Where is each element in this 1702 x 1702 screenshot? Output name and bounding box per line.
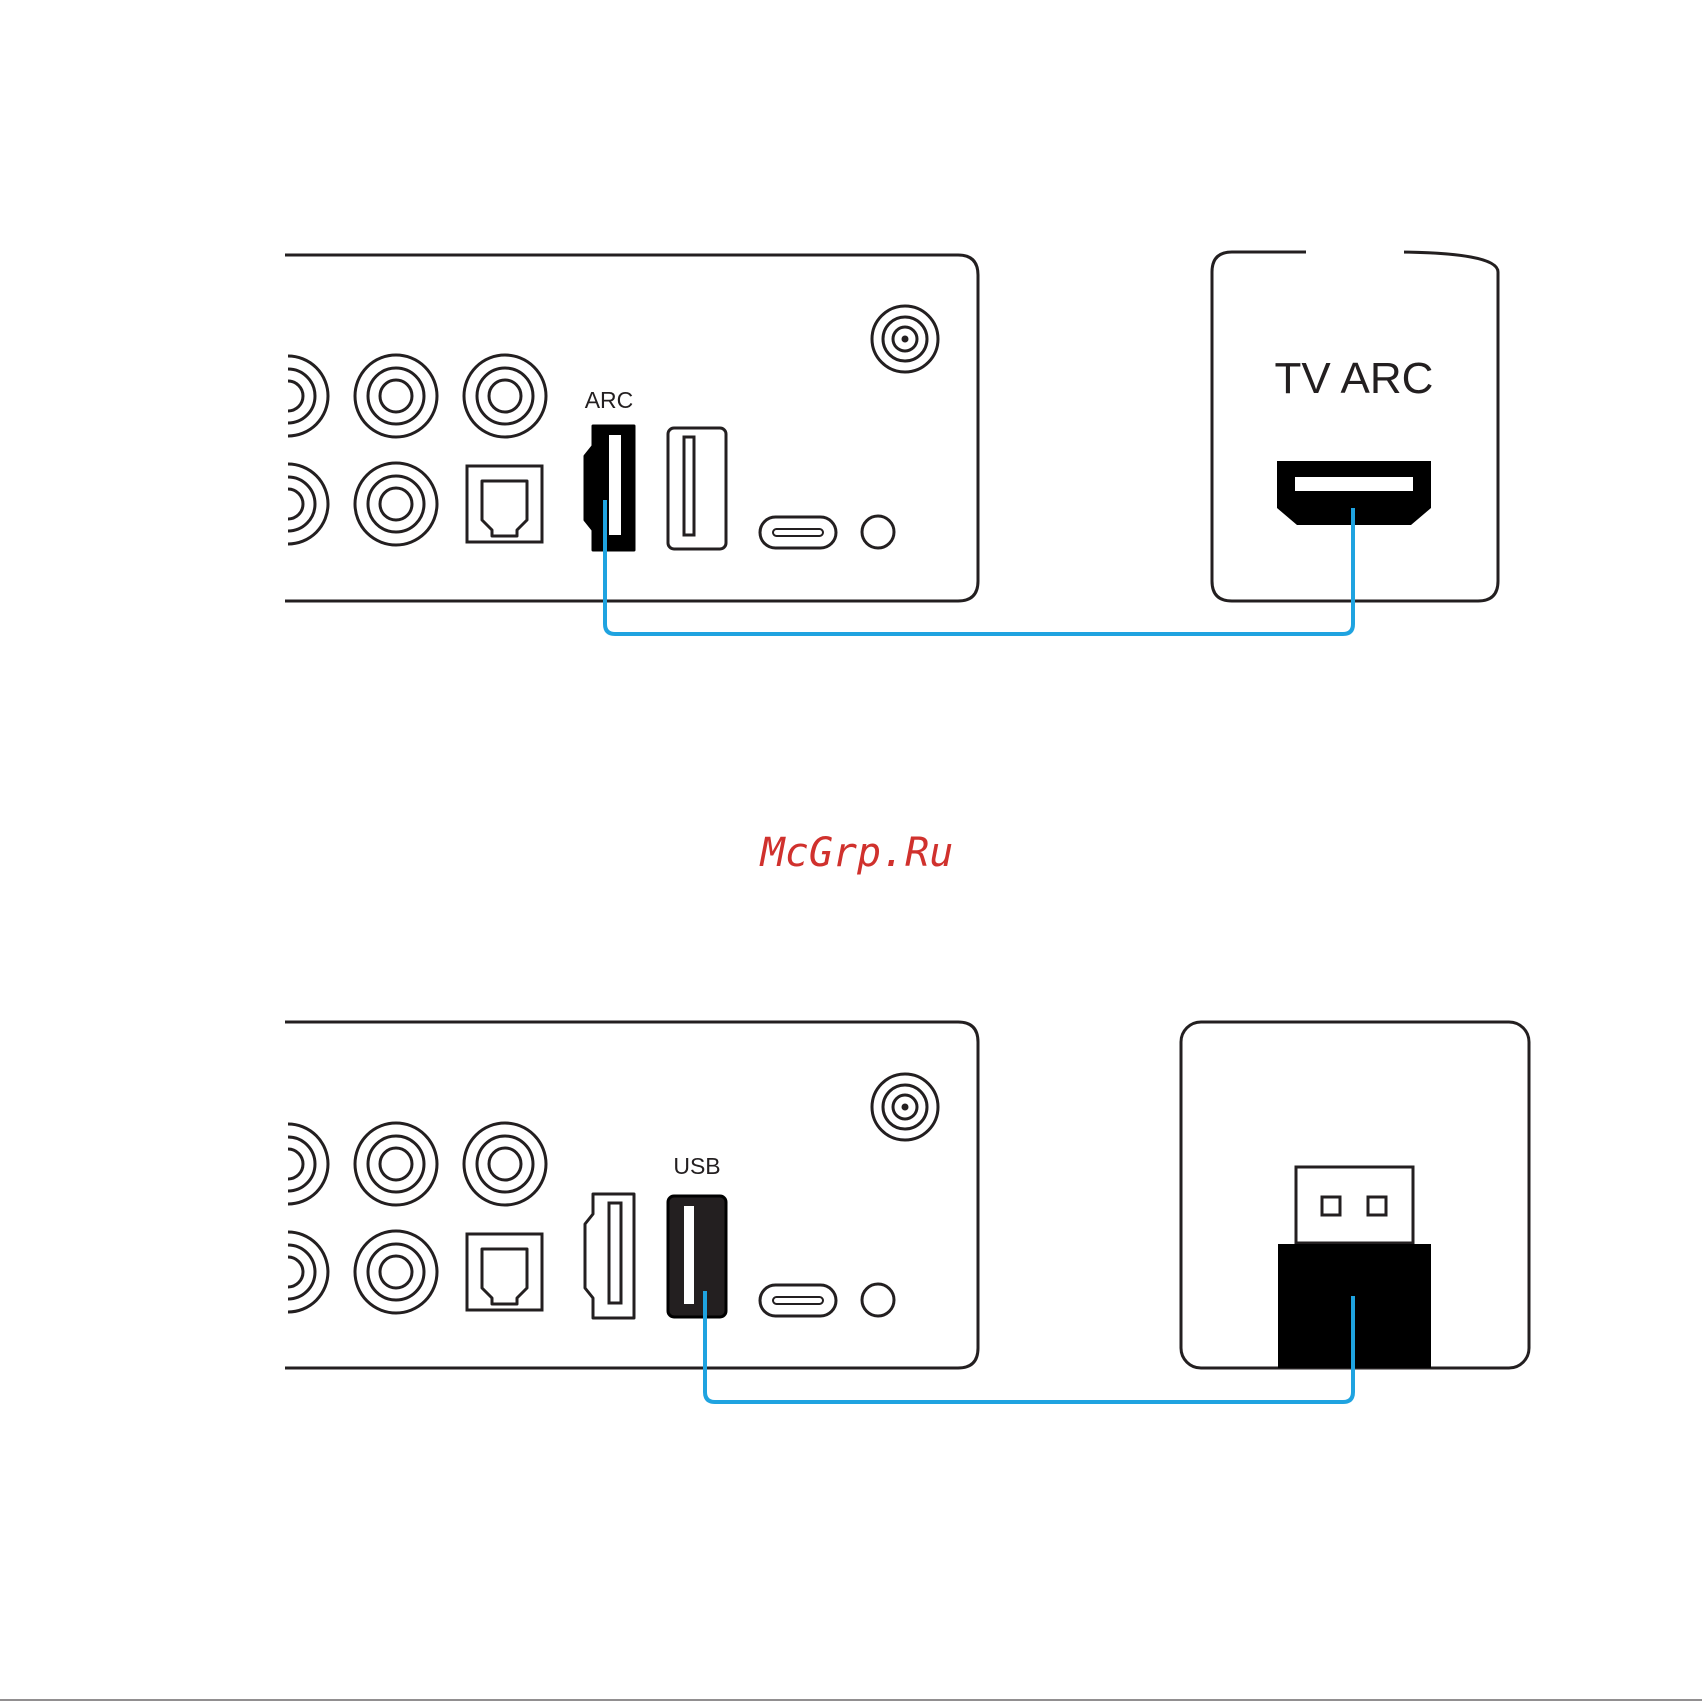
rca-jack-partial — [288, 1124, 328, 1204]
tv-arc-label: TV ARC — [1275, 354, 1434, 403]
arc-port-label: ARC — [585, 387, 634, 413]
aux-jack — [862, 1284, 894, 1316]
usb-cable — [705, 1291, 1353, 1402]
rca-jack — [464, 355, 546, 437]
aux-jack — [862, 516, 894, 548]
hdmi-port — [585, 1194, 634, 1318]
hdmi-arc-port-highlighted — [585, 426, 634, 550]
coax-antenna-jack — [872, 306, 938, 372]
usb-port-label: USB — [673, 1153, 720, 1179]
usb-port-highlighted — [668, 1196, 726, 1317]
rca-jack — [464, 1123, 546, 1205]
rca-jack — [355, 355, 437, 437]
watermark-text: McGrp.Ru — [759, 830, 954, 876]
rca-jack — [355, 1123, 437, 1205]
rca-jack-partial — [288, 464, 328, 544]
diagram-hdmi-arc: ARC TV ARC — [285, 248, 1498, 634]
usb-port — [668, 428, 726, 549]
rca-jack — [355, 1231, 437, 1313]
usb-c-port — [760, 1285, 836, 1316]
coax-antenna-jack — [872, 1074, 938, 1140]
diagram-usb: USB — [285, 1022, 1529, 1402]
usb-c-port — [760, 517, 836, 548]
optical-port — [467, 1234, 542, 1310]
rca-jack — [355, 463, 437, 545]
rca-jack-partial — [288, 1232, 328, 1312]
optical-port — [467, 466, 542, 542]
rca-jack-partial — [288, 356, 328, 436]
